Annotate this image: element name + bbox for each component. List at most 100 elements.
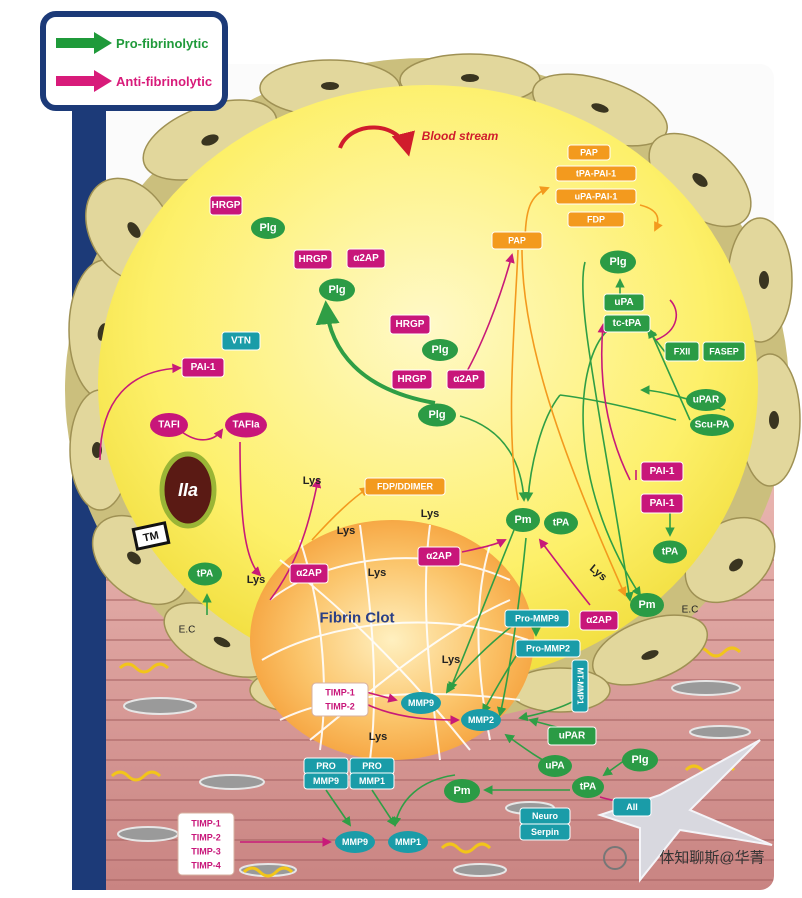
node-hrgp1: HRGP xyxy=(209,195,243,216)
label-plg1: Plg xyxy=(259,222,276,234)
label-upa-pai1: uPA-PAI-1 xyxy=(575,192,618,202)
node-lys-left: Lys xyxy=(247,574,266,586)
label-pro-mmp9: Pro-MMP9 xyxy=(515,614,559,624)
node-upa-low: uPA xyxy=(538,755,572,777)
label-mmp9-bot: MMP9 xyxy=(342,837,368,847)
node-pro-mmp9: Pro-MMP9 xyxy=(504,609,570,628)
label-pro2: PRO xyxy=(362,761,382,771)
label-neuro1: Neuro xyxy=(532,811,559,821)
node-timp-b1: TIMP-1 xyxy=(182,817,230,830)
node-upar-right: uPAR xyxy=(686,389,726,411)
label-tpa-center: tPA xyxy=(553,518,569,529)
node-tpa-right: tPA xyxy=(653,540,687,564)
node-pai1-r1: PAI-1 xyxy=(640,461,684,482)
node-plg2: Plg xyxy=(319,278,355,302)
label-a2ap-lower: α2AP xyxy=(586,615,612,626)
label-scupa: Scu-PA xyxy=(695,420,730,431)
node-mmp1-bot: MMP1 xyxy=(388,831,428,853)
legend-pro-row: Pro-fibrinolytic xyxy=(56,31,208,55)
node-a2ap2: α2AP xyxy=(446,369,486,390)
reaction-arrows xyxy=(99,125,726,847)
node-pap-small: PAP xyxy=(567,144,611,161)
label-neuro2: Serpin xyxy=(531,827,559,837)
label-tpa-pai1: tPA-PAI-1 xyxy=(576,169,616,179)
node-timp-b2: TIMP-2 xyxy=(182,831,230,844)
node-pro-mmp2: Pro-MMP2 xyxy=(515,639,581,658)
label-a2ap2: α2AP xyxy=(453,374,479,385)
node-plg-right: Plg xyxy=(600,250,636,274)
label-aii: AII xyxy=(626,802,638,812)
node-lys-c4: Lys xyxy=(442,654,461,666)
label-upar-right: uPAR xyxy=(693,395,720,406)
node-hrgp4: HRGP xyxy=(391,369,433,390)
node-hrgp2: HRGP xyxy=(293,249,333,270)
label-tctpa: tc-tPA xyxy=(613,318,642,329)
node-mt-mmp1: MT-MMP1 xyxy=(571,659,589,713)
label-tafia: TAFIa xyxy=(232,420,259,431)
label-pai1-r2: PAI-1 xyxy=(650,498,675,509)
thrombin-cell: IIa xyxy=(159,451,217,529)
tm-box: TM xyxy=(131,521,171,551)
node-neuro2: Serpin xyxy=(519,823,571,841)
label-upa-low: uPA xyxy=(545,761,564,772)
node-pro2: PRO xyxy=(349,757,395,775)
node-timp-b4: TIMP-4 xyxy=(182,859,230,872)
label-pai1-top: PAI-1 xyxy=(191,362,216,373)
node-upa-pai1: uPA-PAI-1 xyxy=(555,188,637,205)
fibrin-clot-label: Fibrin Clot xyxy=(320,610,395,627)
label-hrgp1: HRGP xyxy=(212,200,241,211)
label-plg3: Plg xyxy=(431,344,448,356)
node-upa-right: uPA xyxy=(603,293,645,312)
node-vtn: VTN xyxy=(221,331,261,351)
label-timp-b2: TIMP-2 xyxy=(191,833,221,843)
node-lys-c2: Lys xyxy=(421,508,440,520)
node-mmp2-mid: MMP2 xyxy=(461,709,501,731)
label-fxii: FXII xyxy=(674,347,691,357)
node-tpa-center: tPA xyxy=(544,511,578,535)
magenta-arrow-icon xyxy=(56,70,112,92)
node-pm-low: Pm xyxy=(444,779,480,803)
legend-anti-label: Anti-fibrinolytic xyxy=(116,73,213,89)
node-pm-center: Pm xyxy=(506,508,540,532)
node-neuro1: Neuro xyxy=(519,807,571,825)
node-fasep: FASEP xyxy=(702,341,746,362)
node-lys-top: Lys xyxy=(303,475,322,487)
label-hrgp3: HRGP xyxy=(396,319,425,330)
node-plg4: Plg xyxy=(418,403,456,427)
label-plg4: Plg xyxy=(428,409,445,421)
label-mmp2-mid: MMP2 xyxy=(468,715,494,725)
label-plg-right: Plg xyxy=(609,256,626,268)
node-fdp: FDP xyxy=(567,211,625,228)
label-hrgp4: HRGP xyxy=(398,374,427,385)
green-arrow-icon xyxy=(56,32,112,54)
label-timp-a2: TIMP-2 xyxy=(325,702,355,712)
node-a2ap-lower: α2AP xyxy=(579,610,619,631)
ec-right-label: E.C xyxy=(682,605,699,616)
label-pai1-r1: PAI-1 xyxy=(650,466,675,477)
node-tpa-left: tPA xyxy=(188,562,222,586)
node-tafi: TAFI xyxy=(150,413,188,437)
node-fxii: FXII xyxy=(664,341,700,362)
node-mmp1-pro: MMP1 xyxy=(349,772,395,790)
label-tpa-left: tPA xyxy=(197,569,213,580)
label-pap-small: PAP xyxy=(580,148,598,158)
tm-label: TM xyxy=(142,529,160,544)
label-fdp: FDP xyxy=(587,215,605,225)
label-a2ap-left: α2AP xyxy=(296,568,322,579)
label-a2ap-center: α2AP xyxy=(426,551,452,562)
label-pro1: PRO xyxy=(316,761,336,771)
label-pm-low: Pm xyxy=(453,785,470,797)
node-aii: AII xyxy=(612,797,652,817)
label-timp-b3: TIMP-3 xyxy=(191,847,221,857)
node-hrgp3: HRGP xyxy=(389,314,431,335)
label-tpa-low: tPA xyxy=(580,782,596,793)
label-lys-c1: Lys xyxy=(337,525,356,537)
label-mmp1-pro: MMP1 xyxy=(359,776,385,786)
node-tafia: TAFIa xyxy=(225,412,267,438)
label-fdp-ddimer: FDP/DDIMER xyxy=(377,482,434,492)
label-plg-low: Plg xyxy=(631,754,648,766)
node-timp-b3: TIMP-3 xyxy=(182,845,230,858)
node-plg-low: Plg xyxy=(622,748,658,772)
